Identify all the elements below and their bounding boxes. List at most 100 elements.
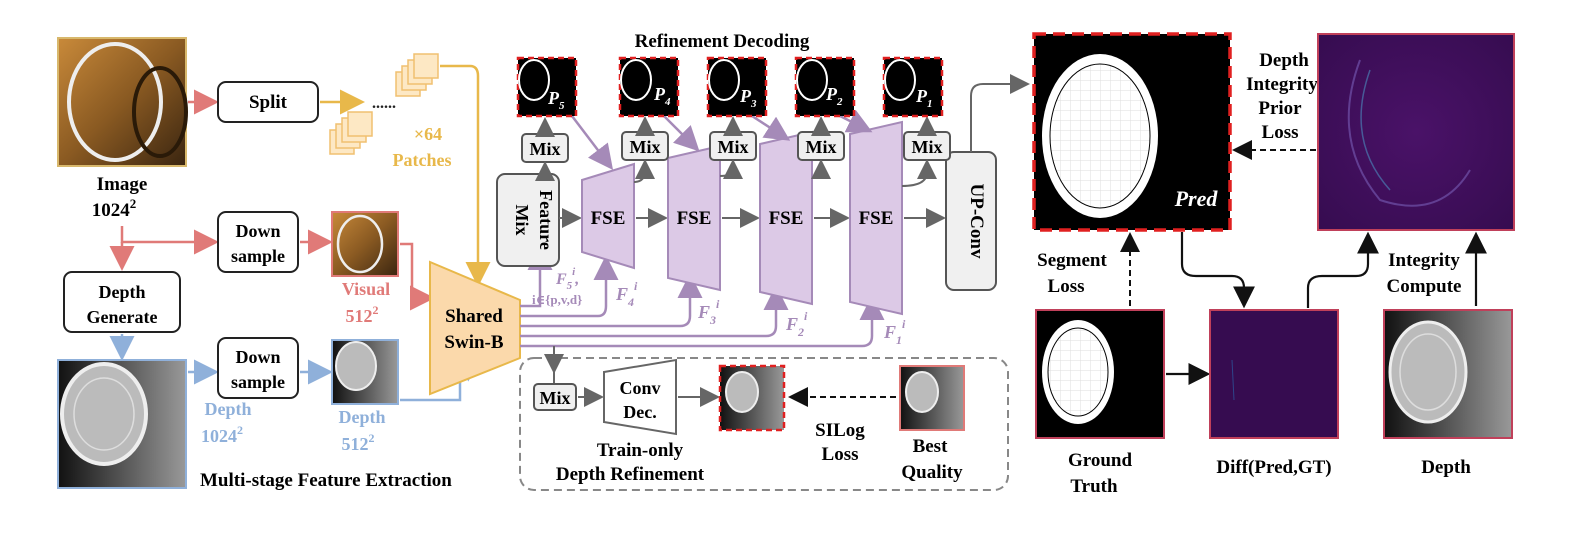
visual-size-label: 5122 (346, 303, 379, 326)
arrow-fse2-to-mix3 (719, 159, 743, 179)
integrity-line1: Integrity (1388, 250, 1460, 271)
train-only-line1: Train-only (597, 440, 684, 461)
diff-image (1209, 309, 1339, 439)
arrow-p5-to-fse1 (571, 115, 614, 170)
f4-label: F4i (615, 279, 638, 309)
p3-label: P3 (739, 86, 757, 110)
depth-512-label: Depth (338, 407, 385, 427)
fse-3-label: FSE (769, 208, 804, 229)
p2-thumbnail: P2 (794, 56, 856, 118)
segment-line1: Segment (1037, 250, 1107, 271)
f-set-label: i∈{p,v,d} (532, 292, 582, 307)
patches-dots: ...... (372, 95, 396, 112)
arrow-fse4-to-mix5 (901, 159, 937, 187)
mix-boxes: Mix Mix Mix Mix Mix (521, 131, 951, 163)
depth-generate-box (63, 271, 181, 333)
diff-label: Diff(Pred,GT) (1216, 457, 1331, 478)
arrow-patches-to-swin (440, 64, 491, 287)
f5-label: F5i, (555, 266, 579, 292)
multi-stage-label: Multi-stage Feature Extraction (200, 470, 452, 491)
downsample-box-2 (217, 337, 299, 399)
mix-2-label: Mix (630, 137, 661, 157)
arrow-visual-to-swin (400, 242, 435, 311)
depth-512-size-label: 5122 (342, 431, 375, 454)
best-quality-thumbnail (899, 365, 965, 431)
arrow-f2-to-fse3 (520, 285, 789, 338)
p1-label: P1 (915, 86, 933, 110)
downsample-box-1 (217, 211, 299, 273)
f2-label: F2i (785, 309, 808, 339)
pred-image: Pred (1032, 32, 1232, 232)
arrow-pred-to-diff (1180, 232, 1255, 309)
silog-line2: Loss (822, 444, 859, 465)
best-line2: Quality (901, 462, 963, 483)
p5-label: P5 (547, 88, 565, 112)
mix-5-label: Mix (912, 137, 943, 157)
p3-thumbnail: P3 (706, 56, 768, 118)
silog-line1: SILog (815, 420, 865, 441)
depth-generate-line2: Generate (87, 307, 158, 327)
swin-line1: Shared (445, 306, 503, 327)
split-label: Split (249, 92, 288, 113)
arrow-f4-to-fse1 (520, 255, 619, 318)
best-line1: Best (913, 436, 949, 457)
downsample-2-line1: Down (235, 347, 280, 367)
train-only-line2: Depth Refinement (556, 464, 705, 485)
arrow-f1-to-fse4 (520, 295, 885, 348)
patches-label: Patches (393, 150, 452, 170)
arrow-diff-to-heatmap (1306, 231, 1379, 308)
feature-mix-line1: Feature (536, 190, 556, 250)
image-label: Image (97, 174, 148, 195)
fse-block-2 (667, 144, 721, 292)
dip-line2: Integrity (1246, 74, 1318, 95)
downsample-1-line1: Down (235, 221, 280, 241)
visual-label: Visual (342, 279, 390, 299)
p4-thumbnail: P4 (618, 56, 680, 118)
arrow-f5-to-featuremix (520, 245, 553, 308)
depth-generate-line1: Depth (98, 282, 145, 302)
f1-label: F1i (883, 317, 906, 347)
conv-dec-block (603, 358, 677, 436)
mix-box-train (533, 383, 577, 411)
depth-1024-size-label: 10242 (201, 423, 243, 446)
ground-truth-image (1035, 309, 1165, 439)
conv-dec-line2: Dec. (623, 402, 656, 422)
p5-thumbnail: P5 (516, 56, 578, 118)
visual-thumbnail (331, 211, 399, 277)
dip-line3: Prior (1258, 98, 1302, 119)
arrow-upconv-to-pred (970, 74, 1030, 152)
p2-label: P2 (825, 84, 843, 108)
mix-train-label: Mix (540, 388, 571, 408)
feature-mix-line2: Mix (512, 205, 532, 236)
fse-block-1 (581, 162, 635, 270)
fse-1-label: FSE (591, 208, 626, 229)
input-image (57, 37, 188, 167)
arrow-fse3-to-mix4 (811, 159, 831, 179)
refinement-decoding-title: Refinement Decoding (635, 31, 810, 52)
depth-map-1024 (57, 359, 187, 489)
arrow-p2-to-fse4 (839, 109, 873, 133)
p4-label: P4 (653, 84, 671, 108)
integrity-heatmap (1317, 33, 1515, 231)
dip-line4: Loss (1262, 122, 1299, 143)
arrow-image-to-downsample (120, 226, 219, 255)
x64-label: ×64 (414, 124, 442, 144)
mix-1-label: Mix (530, 139, 561, 159)
downsample-2-line2: sample (231, 372, 285, 392)
arrow-fse1-to-mix2 (633, 159, 655, 183)
depth-1024-label: Depth (204, 399, 251, 419)
p1-thumbnail: P1 (882, 56, 944, 118)
pred-label: Pred (1174, 186, 1219, 211)
up-conv-label: UP-Conv (966, 184, 987, 259)
depth-image (1383, 309, 1513, 439)
shared-swin-b-encoder (429, 260, 521, 396)
fse-block-4 (849, 120, 903, 316)
arrow-p3-to-fse3 (751, 114, 791, 141)
train-only-region (519, 357, 1009, 491)
refined-depth-thumbnail (718, 364, 786, 432)
mix-4-label: Mix (806, 137, 837, 157)
split-box (217, 81, 319, 123)
segment-line2: Loss (1048, 276, 1085, 297)
